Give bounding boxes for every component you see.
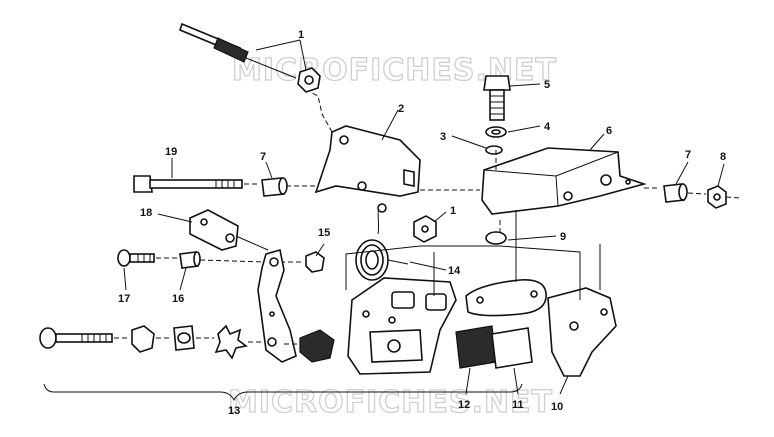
svg-text:16: 16 [172,293,184,305]
coupler-part-13 [299,329,335,363]
callout-12: 12 [458,367,471,411]
svg-text:7: 7 [685,149,691,161]
callout-10: 10 [551,375,569,413]
carburetor-body-part [347,277,457,375]
svg-text:12: 12 [458,399,470,411]
throttle-cable-part [179,22,297,79]
bolt-part-5 [483,75,511,121]
screw-part-17 [117,249,155,267]
spacer-part-9 [485,231,507,245]
callout-1-top: 1 [255,29,307,71]
gasket-part [465,279,547,317]
callout-11: 11 [512,367,524,411]
svg-text:14: 14 [448,265,461,277]
callout-9: 9 [507,231,566,243]
svg-text:18: 18 [140,207,152,219]
svg-text:8: 8 [720,151,726,163]
svg-text:4: 4 [544,121,551,133]
nut-part-1-lower [413,215,437,243]
watermark-bottom: MICROFICHES.NET [228,385,553,420]
star-washer-part-13 [214,324,248,360]
upper-bracket-part [314,125,421,197]
callout-16: 16 [172,267,187,305]
callout-19: 19 [165,146,177,178]
callout-4: 4 [507,121,551,133]
callout-14: 14 [409,261,461,277]
svg-text:11: 11 [512,399,524,411]
svg-text:19: 19 [165,146,177,158]
main-bracket-part [481,147,647,215]
svg-text:1: 1 [298,29,304,41]
svg-text:6: 6 [606,125,612,137]
washer-part-4 [485,126,507,138]
nut-part-13b [173,325,195,351]
spring-part-14 [355,203,409,281]
spacer-part-7-left [261,177,288,197]
svg-text:2: 2 [398,103,404,115]
svg-text:1: 1 [450,205,456,217]
callout-13: 13 [228,405,240,417]
nut-part-13a [131,325,155,353]
group-brace-13 [43,383,523,402]
callout-15: 15 [315,227,330,257]
svg-text:10: 10 [551,401,563,413]
end-plate-part-10 [547,287,617,377]
callout-6: 6 [589,125,612,151]
nut-part-15 [305,251,325,273]
linkage-block-part-18 [189,209,239,251]
svg-text:9: 9 [560,231,566,243]
svg-text:3: 3 [440,131,446,143]
callout-8: 8 [717,151,726,187]
callout-1-lower: 1 [433,205,456,223]
spacer-part-16 [179,251,201,269]
filter-part-12 [455,325,497,369]
callout-5: 5 [509,79,550,91]
callout-7-right: 7 [675,149,691,185]
svg-text:13: 13 [228,405,240,417]
svg-text:7: 7 [260,151,266,163]
washer-part-3 [485,145,503,155]
callout-2: 2 [381,103,404,141]
callout-18: 18 [140,207,193,223]
bolt-part-13 [39,327,113,349]
callout-17: 17 [118,267,130,305]
cable-nut-part [297,67,321,93]
svg-text:5: 5 [544,79,550,91]
cover-part-11 [491,327,533,369]
callout-3: 3 [440,131,487,149]
svg-text:17: 17 [118,293,130,305]
throttle-arm-part [257,248,297,363]
svg-text:15: 15 [318,227,330,239]
spacer-part-7-right [663,183,688,203]
nut-part-8 [707,185,727,209]
callout-7-left: 7 [260,151,273,179]
long-bolt-part-19 [133,175,243,193]
